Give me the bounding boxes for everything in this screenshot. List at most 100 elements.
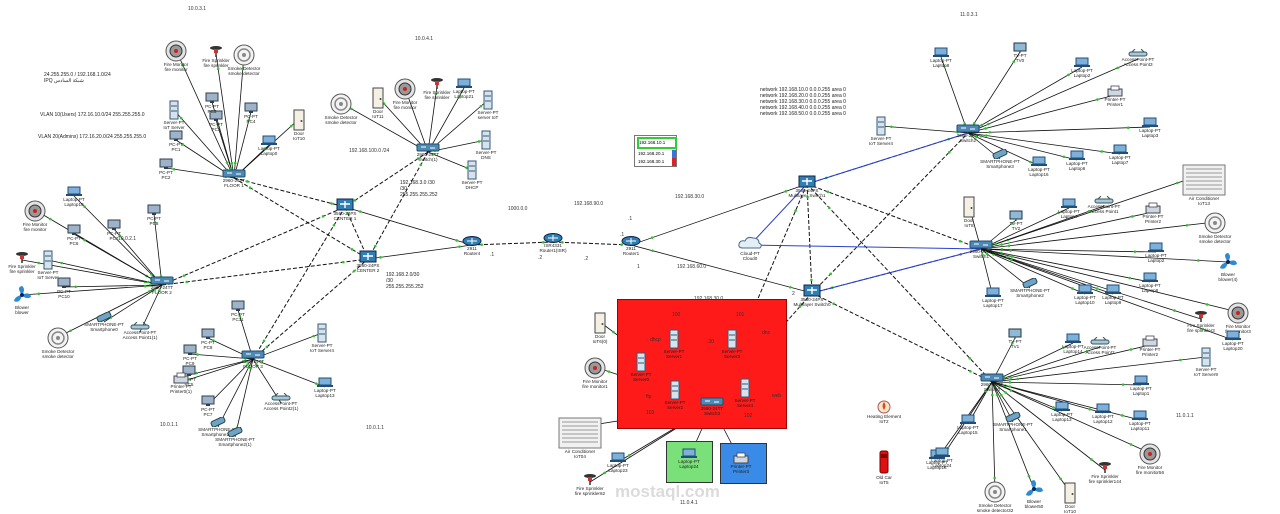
- device-lt17[interactable]: Laptop-PT Laptop9: [1078, 284, 1148, 305]
- device-ph2[interactable]: SMARTPHONE-PT Smartphone1(1): [183, 417, 253, 437]
- device-pc10[interactable]: PC-PT PC11: [203, 300, 273, 322]
- device-fm3[interactable]: Fire Monitor fire monitor: [0, 200, 70, 232]
- device-s_dns[interactable]: Server-PT Server1: [639, 329, 709, 359]
- device-ms2[interactable]: 3560-24PS CENTER 2: [333, 249, 403, 273]
- device-sd5[interactable]: Smoke Detector smoke detector32: [960, 481, 1030, 513]
- device-ph5[interactable]: SMARTPHONE-PT Smartphone2: [995, 278, 1065, 298]
- device-lt22[interactable]: Laptop-PT Laptop15: [933, 414, 1003, 435]
- device-fm1[interactable]: Fire Monitor fire monitor: [141, 40, 211, 72]
- device-lt3[interactable]: Laptop-PT Laptop10: [39, 186, 109, 207]
- device-ms1[interactable]: 3560-24PS CENTER 1: [310, 197, 380, 221]
- device-pc13[interactable]: PC-PT PC5: [154, 365, 224, 387]
- device-fs2[interactable]: Fire Sprinkler fire sprinkler: [402, 76, 472, 100]
- device-sw6[interactable]: 2960-24TT Switch2: [933, 123, 1003, 143]
- device-fm2[interactable]: Fire Monitor fire monitor: [370, 78, 440, 110]
- device-srv3[interactable]: Server-PT IoT Server: [13, 250, 83, 280]
- device-lt27[interactable]: Laptop-PT Laptop24: [907, 447, 977, 468]
- device-ap5[interactable]: AccessPoint-PT Access Point2: [1065, 337, 1135, 355]
- device-lt6[interactable]: Laptop-PT Laptop24: [654, 448, 724, 469]
- device-ac1[interactable]: Air Conditioner IoT04: [545, 417, 615, 459]
- device-s_dhcp[interactable]: Server-PT Server0: [606, 352, 676, 382]
- device-door1[interactable]: Door IoT10: [264, 109, 334, 141]
- device-srv4[interactable]: Server-PT IoT Server4: [287, 323, 357, 353]
- device-pc11[interactable]: PC-PT PC8: [173, 328, 243, 350]
- device-pc1[interactable]: PC-PT PC1: [141, 130, 211, 152]
- device-pc12[interactable]: PC-PT PC9: [155, 344, 225, 366]
- device-ph1[interactable]: SMARTPHONE-PT Smartphone0: [69, 312, 139, 332]
- device-lt20[interactable]: Laptop-PT Laptop14: [1038, 333, 1108, 354]
- device-fm6[interactable]: Fire Monitor fire monitor56: [1115, 443, 1185, 475]
- device-pr3[interactable]: Printer-PT Printer1: [1080, 85, 1150, 107]
- device-lt21[interactable]: Laptop-PT Laptop1: [1106, 375, 1176, 396]
- device-door2[interactable]: Door IoT11: [343, 87, 413, 119]
- device-fan2[interactable]: Blower blower(4): [1193, 252, 1263, 282]
- device-fs1[interactable]: Fire Sprinkler fire sprinkler: [181, 44, 251, 68]
- device-lt19[interactable]: Laptop-PT Laptop20: [1198, 330, 1268, 351]
- device-sd2[interactable]: Smoke Detector smoke detector: [306, 93, 376, 125]
- device-lt4[interactable]: Laptop-PT Laptop13: [290, 377, 360, 398]
- device-ap4[interactable]: AccessPoint-PT Access Point1: [1069, 196, 1139, 214]
- device-r1[interactable]: 2911 Router1: [596, 235, 666, 256]
- device-sd1[interactable]: Smoke Detector smoke detector: [209, 44, 279, 76]
- device-door5[interactable]: Door IoT10: [1035, 482, 1105, 514]
- device-tv3[interactable]: TV-PT TV1: [980, 328, 1050, 349]
- device-fm4[interactable]: Fire Monitor fire monitor1: [560, 357, 630, 389]
- device-rmid[interactable]: ISR4331 Router1(ISR): [518, 232, 588, 253]
- device-sw4[interactable]: 2960-24TT FLOOR 3: [218, 349, 288, 369]
- device-lt1[interactable]: Laptop-PT Laptop0: [234, 135, 304, 156]
- device-tv1[interactable]: TV-PT TV0: [985, 42, 1055, 63]
- device-s_web[interactable]: Server-PT Server3: [697, 329, 767, 359]
- device-fan1[interactable]: Blower blower: [0, 285, 57, 315]
- device-sd3[interactable]: Smoke Detector smoke detector: [23, 327, 93, 359]
- device-pc8[interactable]: PC-PT PC8: [119, 204, 189, 226]
- device-lt11[interactable]: Laptop-PT Laptop6: [1042, 150, 1112, 171]
- device-lt15[interactable]: Laptop-PT Laptop17: [958, 287, 1028, 308]
- device-fs4[interactable]: Fire Sprinkler fire sprinkler62: [555, 472, 625, 496]
- device-sw2[interactable]: 2960-24TT Switch(1): [393, 142, 463, 162]
- device-s_x[interactable]: Server-PT Server4: [710, 378, 780, 408]
- device-lt9[interactable]: Laptop-PT Laptop3: [1115, 117, 1185, 138]
- device-lt5[interactable]: Laptop-PT Laptop23: [583, 452, 653, 473]
- device-lt24[interactable]: Laptop-PT Laptop12: [1068, 403, 1138, 424]
- device-fs3[interactable]: Fire Sprinkler fire sprinkler: [0, 250, 57, 274]
- device-pc6[interactable]: PC-PT PC6: [39, 224, 109, 246]
- device-srv6[interactable]: Server-PT IoT Server9: [1171, 347, 1241, 377]
- device-ph3[interactable]: SMARTPHONE-PT Smartphone2(1): [200, 427, 270, 447]
- device-pc14[interactable]: PC-PT PC7: [173, 395, 243, 417]
- device-ms3[interactable]: 3560-24PS Multilayer Switch1: [772, 174, 842, 198]
- device-srv2[interactable]: Server-PT server IoT: [453, 90, 523, 120]
- device-lt14[interactable]: Laptop-PT Laptop2: [1121, 242, 1191, 263]
- device-pc9[interactable]: PC-PT PC10: [29, 277, 99, 299]
- device-pc4[interactable]: PC-PT PC4: [216, 102, 286, 124]
- device-pr4[interactable]: Printer-PT Printer2: [1118, 202, 1188, 224]
- device-ap1[interactable]: AccessPoint-PT Access Point1(1): [105, 322, 175, 340]
- device-sd4[interactable]: Smoke Detector smoke detector: [1180, 212, 1250, 244]
- device-ph4[interactable]: SMARTPHONE-PT Smartphone3: [965, 149, 1035, 169]
- device-lt2[interactable]: Laptop-PT Laptop21: [429, 78, 499, 99]
- device-lt13[interactable]: Laptop-PT Laptop4: [1034, 198, 1104, 219]
- device-pc3[interactable]: PC-PT PC3: [181, 110, 251, 132]
- device-s_ftp[interactable]: Server-PT Server2: [640, 380, 710, 410]
- device-sw7[interactable]: 2960-24TT Switch1: [946, 239, 1016, 259]
- device-lt7[interactable]: Laptop-PT Laptop8: [906, 47, 976, 68]
- device-lt23[interactable]: Laptop-PT Laptop13: [1027, 401, 1097, 422]
- device-lt16[interactable]: Laptop-PT Laptop10: [1050, 284, 1120, 305]
- device-sw5[interactable]: 2960-24TT Switch3: [677, 396, 747, 416]
- device-srv5[interactable]: Server-PT IoT Server4: [846, 116, 916, 146]
- device-pc2[interactable]: PC-PT PC2: [131, 158, 201, 180]
- device-fan3[interactable]: Blower blower50: [999, 479, 1069, 509]
- device-heat[interactable]: Heating Element IoT2: [849, 398, 919, 424]
- device-pr5[interactable]: Printer-PT Printer2: [1115, 335, 1185, 357]
- device-fs6[interactable]: Fire Sprinkler fire sprinkler144: [1070, 460, 1140, 484]
- device-sw1[interactable]: 2960-24TT FLOOR 1: [199, 168, 269, 188]
- device-sw8[interactable]: 2960-24TT Switch0: [957, 372, 1027, 392]
- device-dns[interactable]: Server-PT DNS: [451, 130, 521, 160]
- device-tv2[interactable]: TV-PT TV2: [981, 210, 1051, 231]
- device-ph6[interactable]: SMARTPHONE-PT Smartphone1: [978, 412, 1048, 432]
- device-pr1[interactable]: Printer-PT Printer0(1): [146, 372, 216, 394]
- device-lt8[interactable]: Laptop-PT Laptop2: [1047, 57, 1117, 78]
- device-lt18[interactable]: Laptop-PT Laptop8: [1115, 272, 1185, 293]
- device-dhcp[interactable]: Server-PT DHCP: [437, 160, 507, 190]
- device-fs5[interactable]: Fire Sprinkler fire sprinkler3: [1166, 309, 1236, 333]
- device-sw3[interactable]: 2960-24TT FLOOR 2: [127, 275, 197, 295]
